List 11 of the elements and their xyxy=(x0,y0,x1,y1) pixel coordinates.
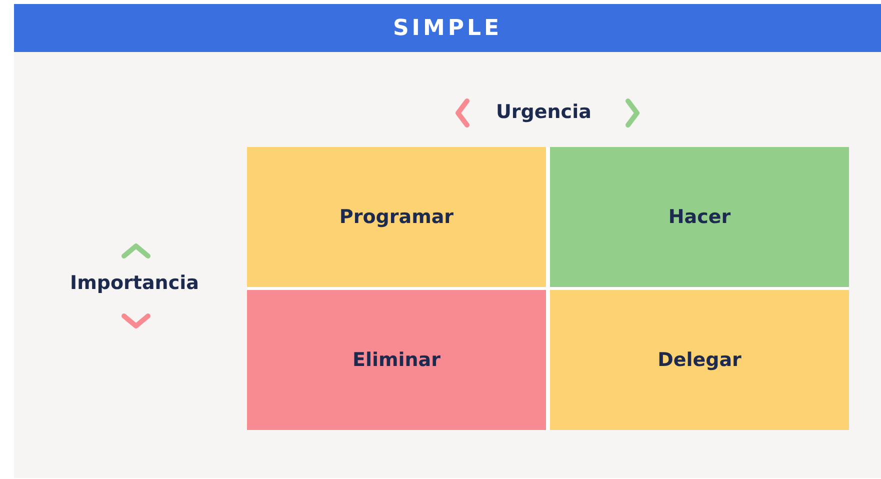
quadrant-cell xyxy=(550,290,849,430)
quadrant-label: Programar xyxy=(339,206,454,228)
quadrant-cell xyxy=(550,147,849,287)
axis-label: Importancia xyxy=(70,272,199,294)
title: SIMPLE xyxy=(392,16,502,40)
quadrant-cell xyxy=(247,147,546,287)
quadrant-cell xyxy=(247,290,546,430)
axis-label: Urgencia xyxy=(496,101,592,123)
quadrant-label: Delegar xyxy=(658,349,742,371)
quadrant-label: Hacer xyxy=(668,206,731,228)
quadrant-label: Eliminar xyxy=(352,349,441,371)
